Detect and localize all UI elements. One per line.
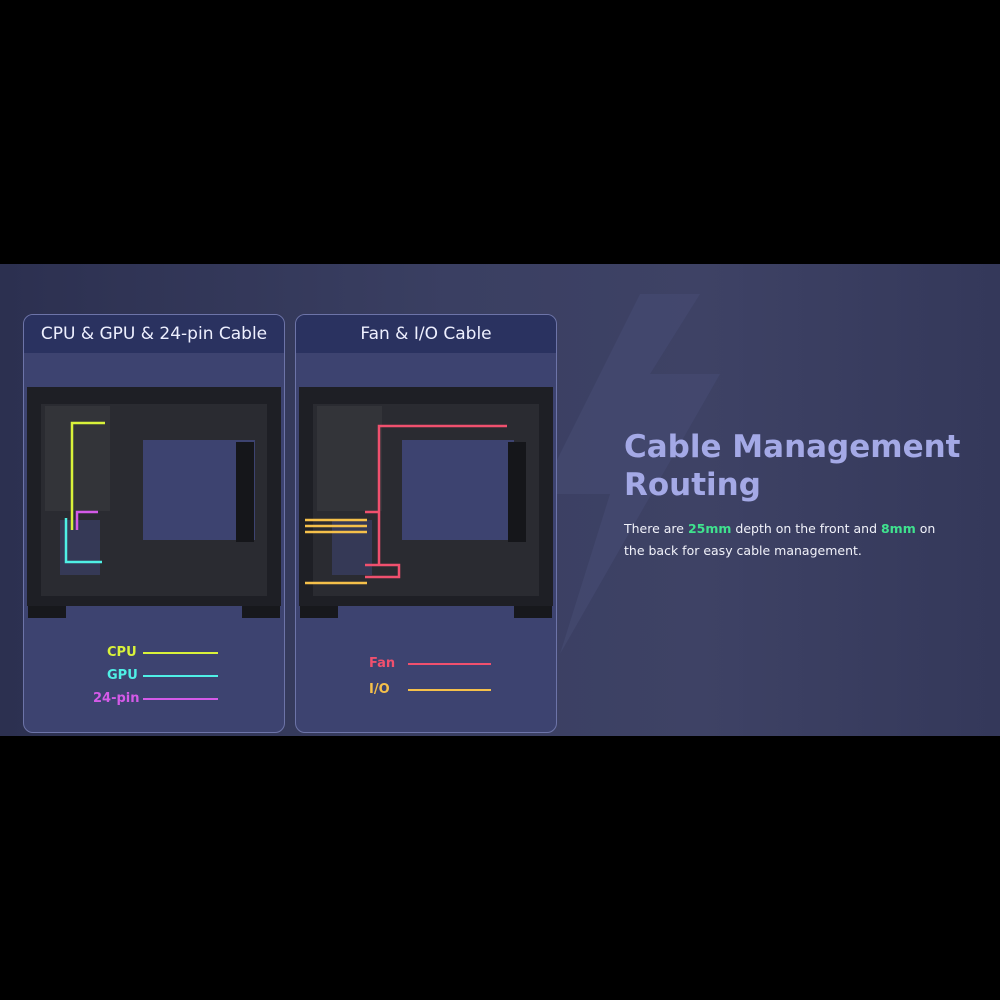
back-depth: 8mm: [880, 521, 916, 536]
legend-24pin: 24-pin: [93, 691, 140, 706]
heading-line-1: Cable Management: [624, 429, 961, 465]
legend-io: I/O: [369, 682, 390, 697]
panel-title: Fan & I/O Cable: [296, 315, 556, 353]
legend-fan: Fan: [369, 656, 396, 671]
desc-text: on the back for easy cable management.: [624, 521, 936, 558]
io-cable: [305, 518, 367, 585]
description: There are 25mm depth on the front and 8m…: [624, 518, 944, 562]
fan-cable: [365, 424, 507, 579]
24pin-cable: [75, 510, 98, 530]
heading-line-2: Routing: [624, 467, 761, 503]
front-depth: 25mm: [687, 521, 732, 536]
desc-text: There are: [624, 521, 688, 536]
cpu-cable: [70, 421, 105, 530]
legend-gpu: GPU: [107, 668, 138, 683]
pc-case-left: [27, 387, 281, 618]
pc-case-right: [299, 387, 553, 618]
gpu-cable: [64, 518, 102, 564]
desc-text: depth on the front and: [731, 521, 881, 536]
heading: Cable Management Routing: [624, 428, 961, 504]
legend-cpu: CPU: [107, 645, 137, 660]
panel-title: CPU & GPU & 24-pin Cable: [24, 315, 284, 353]
